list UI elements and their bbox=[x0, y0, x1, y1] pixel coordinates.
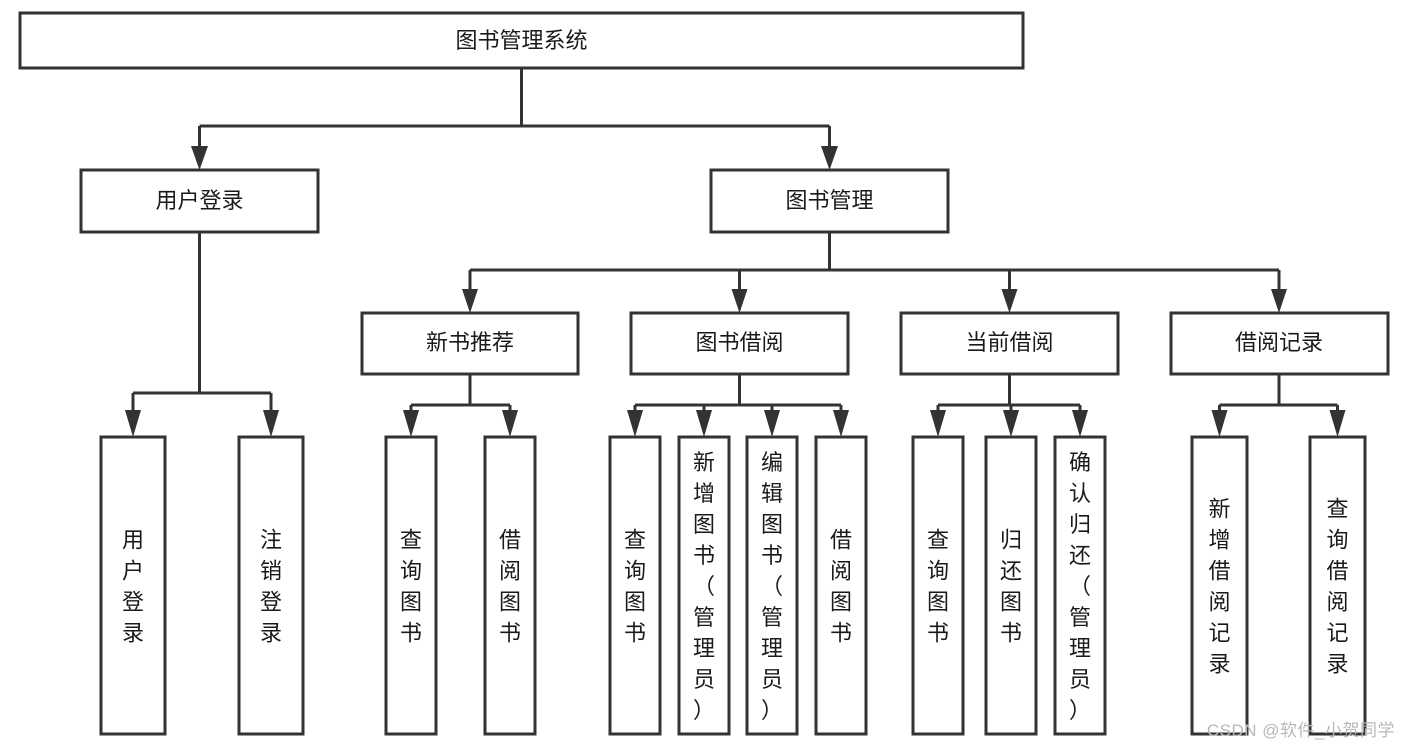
leaf-query-book-1-label: 查询图书 bbox=[400, 528, 422, 646]
arrow-head-user-login bbox=[191, 146, 208, 170]
arrow-head-leaf-return-book bbox=[1003, 410, 1019, 437]
arrow-head-new-book-recommend bbox=[462, 289, 478, 313]
arrow-head-leaf-confirm-return bbox=[1072, 410, 1088, 437]
leaf-return-book-box[interactable] bbox=[984, 435, 1038, 736]
leaf-borrow-book-1-box[interactable] bbox=[483, 435, 537, 736]
arrow-head-current-borrow bbox=[1001, 289, 1018, 313]
leaf-borrow-book-2[interactable]: 借阅图书 bbox=[814, 435, 868, 736]
arrow-head-leaf-edit-book bbox=[764, 410, 780, 437]
node-new-book-recommend[interactable]: 新书推荐 bbox=[360, 311, 580, 376]
leaf-edit-book[interactable]: 编辑图书（管理员） bbox=[745, 435, 799, 736]
leaf-borrow-book-1-label: 借阅图书 bbox=[499, 528, 521, 646]
leaf-confirm-return-label: 确认归还（管理员） bbox=[1069, 450, 1091, 723]
leaf-query-book-2[interactable]: 查询图书 bbox=[608, 435, 662, 736]
leaf-user-logout[interactable]: 注销登录 bbox=[237, 435, 305, 736]
arrow-head-leaf-borrow-book-1 bbox=[502, 410, 518, 437]
arrow-head-book-manage bbox=[821, 146, 838, 170]
leaf-query-book-1[interactable]: 查询图书 bbox=[384, 435, 438, 736]
leaf-confirm-return-box[interactable] bbox=[1053, 435, 1107, 736]
node-root[interactable]: 图书管理系统 bbox=[18, 11, 1025, 70]
node-user-login[interactable]: 用户登录 bbox=[79, 168, 320, 234]
node-root-box[interactable] bbox=[18, 11, 1025, 70]
leaf-edit-book-label: 编辑图书（管理员） bbox=[761, 450, 783, 723]
node-user-login-box[interactable] bbox=[79, 168, 320, 234]
node-new-book-recommend-box[interactable] bbox=[360, 311, 580, 376]
connector-layer bbox=[125, 68, 1346, 437]
leaf-edit-book-box[interactable] bbox=[745, 435, 799, 736]
node-book-manage-label: 图书管理 bbox=[785, 188, 873, 213]
arrow-head-leaf-user-login bbox=[125, 410, 141, 437]
arrow-head-leaf-query-book-2 bbox=[627, 410, 643, 437]
leaf-add-book-label: 新增图书（管理员） bbox=[693, 450, 715, 723]
arrow-head-leaf-user-logout bbox=[263, 410, 279, 437]
node-borrow-record-box[interactable] bbox=[1169, 311, 1390, 376]
leaf-user-login-box[interactable] bbox=[99, 435, 167, 736]
leaf-user-logout-box[interactable] bbox=[237, 435, 305, 736]
arrow-head-leaf-borrow-book-2 bbox=[833, 410, 849, 437]
node-user-login-label: 用户登录 bbox=[155, 188, 243, 213]
leaf-query-book-3-box[interactable] bbox=[911, 435, 965, 736]
arrow-head-leaf-add-book bbox=[696, 410, 712, 437]
node-current-borrow-box[interactable] bbox=[899, 311, 1120, 376]
arrow-head-leaf-query-book-3 bbox=[930, 410, 946, 437]
leaf-query-book-3-label: 查询图书 bbox=[927, 528, 949, 646]
node-book-borrow[interactable]: 图书借阅 bbox=[629, 311, 850, 376]
leaf-user-login[interactable]: 用户登录 bbox=[99, 435, 167, 736]
leaf-borrow-book-2-box[interactable] bbox=[814, 435, 868, 736]
leaf-query-book-1-box[interactable] bbox=[384, 435, 438, 736]
leaf-borrow-book-2-label: 借阅图书 bbox=[830, 528, 852, 646]
node-new-book-recommend-label: 新书推荐 bbox=[426, 330, 514, 355]
leaf-query-book-3[interactable]: 查询图书 bbox=[911, 435, 965, 736]
arrow-head-leaf-query-record bbox=[1329, 410, 1346, 437]
node-root-label: 图书管理系统 bbox=[455, 28, 587, 53]
node-borrow-record[interactable]: 借阅记录 bbox=[1169, 311, 1390, 376]
leaf-return-book-label: 归还图书 bbox=[1000, 528, 1022, 646]
leaf-query-book-2-label: 查询图书 bbox=[624, 528, 646, 646]
arrow-head-book-borrow bbox=[731, 289, 748, 313]
arrow-head-leaf-add-record bbox=[1211, 410, 1228, 437]
node-book-manage-box[interactable] bbox=[709, 168, 950, 234]
node-borrow-record-label: 借阅记录 bbox=[1235, 330, 1323, 355]
node-current-borrow[interactable]: 当前借阅 bbox=[899, 311, 1120, 376]
leaf-user-login-label: 用户登录 bbox=[122, 528, 144, 646]
leaf-add-record-box[interactable] bbox=[1190, 435, 1249, 736]
leaf-user-logout-label: 注销登录 bbox=[260, 528, 282, 646]
leaf-confirm-return[interactable]: 确认归还（管理员） bbox=[1053, 435, 1107, 736]
node-book-manage[interactable]: 图书管理 bbox=[709, 168, 950, 234]
leaf-add-record[interactable]: 新增借阅记录 bbox=[1190, 435, 1249, 736]
arrow-head-borrow-record bbox=[1271, 289, 1287, 313]
node-book-borrow-box[interactable] bbox=[629, 311, 850, 376]
leaf-add-record-label: 新增借阅记录 bbox=[1208, 497, 1230, 677]
leaf-add-book[interactable]: 新增图书（管理员） bbox=[677, 435, 731, 736]
leaf-add-book-box[interactable] bbox=[677, 435, 731, 736]
leaf-query-record-label: 查询借阅记录 bbox=[1326, 497, 1348, 677]
leaf-query-record-box[interactable] bbox=[1308, 435, 1367, 736]
node-book-borrow-label: 图书借阅 bbox=[695, 330, 783, 355]
node-current-borrow-label: 当前借阅 bbox=[965, 330, 1053, 355]
leaf-query-record[interactable]: 查询借阅记录 bbox=[1308, 435, 1367, 736]
leaf-borrow-book-1[interactable]: 借阅图书 bbox=[483, 435, 537, 736]
leaf-query-book-2-box[interactable] bbox=[608, 435, 662, 736]
leaf-return-book[interactable]: 归还图书 bbox=[984, 435, 1038, 736]
arrow-head-leaf-query-book-1 bbox=[403, 410, 419, 437]
